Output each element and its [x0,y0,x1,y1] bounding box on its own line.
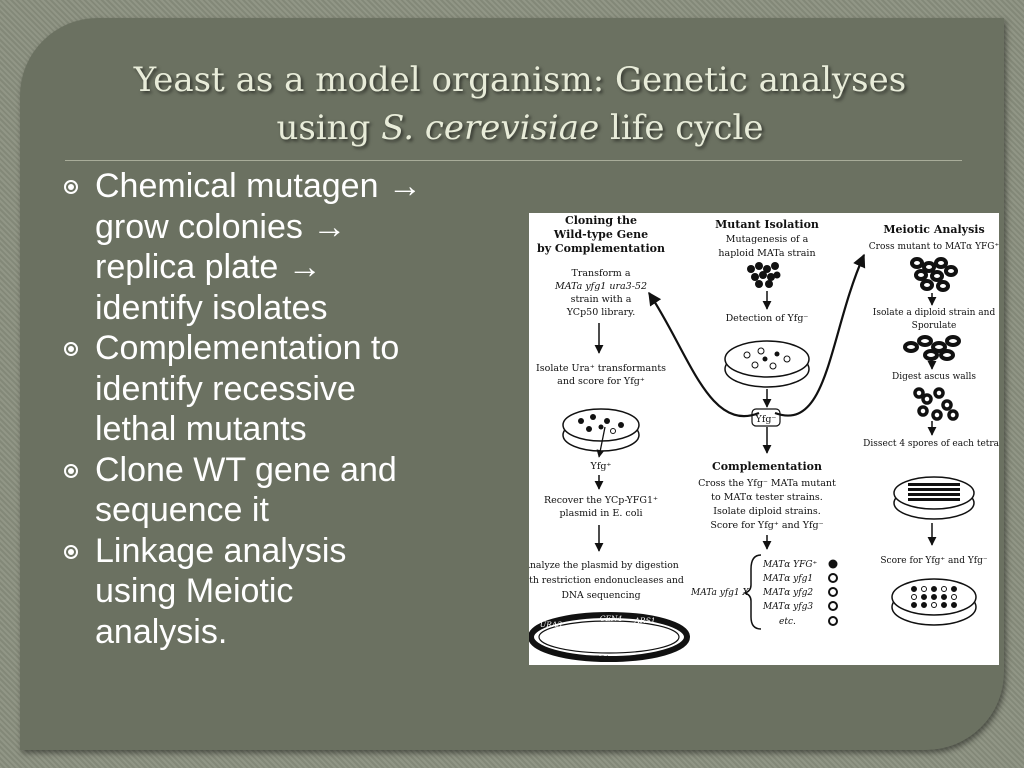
tester-strain: MATα YFG⁺ [762,560,818,570]
bullet-line: Chemical mutagen → [95,167,422,205]
bullet-line: Complementation to [95,329,400,367]
cloning-step2: and score for Yfg⁺ [557,376,645,387]
title-line-2-pre: using [276,108,382,148]
bullet-item: Complementation to identify recessive le… [62,328,532,450]
petri-dish-icon [891,578,977,626]
bullet-line: grow colonies → [95,207,347,246]
mutant-step1: Mutagenesis of a [726,234,809,245]
bullet-line: identify recessive [95,369,356,408]
cloning-step1: Transform a [571,268,630,279]
petri-dish-icon [724,340,810,388]
complementation-text: Isolate diploid strains. [713,506,821,517]
cloning-heading: by Complementation [537,242,665,255]
bullet-item: Clone WT gene and sequence it [62,450,532,531]
figure-svg: Cloning the Wild-type Gene by Complement… [529,214,999,663]
meiotic-step3: Digest ascus walls [892,372,976,382]
cloning-heading: Cloning the [565,214,637,227]
complementation-text: Score for Yfg⁺ and Yfg⁻ [710,520,823,531]
meiotic-step2: Sporulate [912,321,957,331]
plasmid-label: YFG1 [589,654,610,663]
cloning-step1: MATa yfg1 ura3-52 [554,281,647,292]
complementation-text: to MATα tester strains. [711,492,823,503]
petri-dish-icon [562,408,640,458]
brace-icon [742,554,762,630]
ascus-icon [903,335,961,361]
cloning-step3: Yfg⁺ [590,461,612,472]
bullet-line: Linkage analysis [95,531,347,570]
tester-strain: MATα yfg3 [762,602,813,612]
bullet-line: analysis. [95,612,228,651]
plasmid-label: ARS1 [634,616,656,625]
yeast-genetics-figure: Cloning the Wild-type Gene by Complement… [529,213,999,665]
curved-arrow [774,253,866,417]
title-divider [65,160,962,161]
meiotic-step2: Isolate a diploid strain and [873,308,996,318]
cloning-step1: strain with a [571,294,632,305]
cloning-step5: with restriction endonucleases and [529,575,684,586]
mutant-step2: Detection of Yfg⁻ [726,313,809,324]
petri-dish-icon [893,476,975,520]
curved-arrow [648,291,760,418]
meiotic-heading: Meiotic Analysis [883,223,984,236]
cloning-step2: Isolate Ura⁺ transformants [536,363,666,374]
complementation-text: Cross the Yfg⁻ MATa mutant [698,478,836,489]
mutant-heading: Mutant Isolation [715,218,819,231]
bullet-line: identify isolates [95,288,328,327]
plasmid-ring-icon [529,612,690,662]
title-species: S. cerevisiae [381,108,600,148]
tester-strain: etc. [779,617,796,627]
bullet-line: lethal mutants [95,410,307,448]
cloning-heading: Wild-type Gene [553,228,648,241]
bullet-line: Clone WT gene and [95,450,397,489]
bullet-line: using Meiotic [95,572,294,610]
circle-bullet-icon [64,463,78,478]
slide-title: Yeast as a model organism: Genetic analy… [70,56,970,152]
bullet-item: Linkage analysis using Meiotic analysis. [62,531,532,653]
title-line-2-post: life cycle [599,108,764,148]
yeast-colony-icon [747,262,781,288]
circle-bullet-icon [64,544,78,559]
mutant-box-label: Yfg⁻ [755,414,777,425]
bullet-item: Chemical mutagen → grow colonies → repli… [62,166,532,328]
cloning-step5: DNA sequencing [561,590,640,601]
meiotic-step5: Score for Yfg⁺ and Yfg⁻ [880,556,987,566]
cloning-step4: plasmid in E. coli [559,508,642,519]
score-circles [828,559,838,626]
plasmid-label: URA3 [540,620,562,629]
bullet-line: replica plate → [95,248,322,286]
complementation-heading: Complementation [712,460,822,473]
circle-bullet-icon [64,180,78,194]
cloning-step5: Analyze the plasmid by digestion [529,560,679,571]
title-line-1: Yeast as a model organism: Genetic analy… [133,60,907,100]
spores-icon [913,387,959,421]
mutant-step1: haploid MATa strain [718,248,815,259]
meiotic-step4: Dissect 4 spores of each tetrad [863,439,999,449]
bullet-line: sequence it [95,491,269,529]
plasmid-label: CEN4 [600,614,623,623]
bullet-list: Chemical mutagen → grow colonies → repli… [62,166,532,652]
meiotic-step1: Cross mutant to MATα YFG⁺ [869,242,999,252]
cross-label: MATa yfg1 X [690,588,750,598]
diploid-cells-icon [910,257,958,292]
cloning-step4: Recover the YCp-YFG1⁺ [544,495,658,506]
tester-strain: MATα yfg1 [762,574,813,584]
cloning-step1: YCp50 library. [566,307,636,318]
circle-bullet-icon [64,342,78,356]
tester-strain: MATα yfg2 [762,588,813,598]
